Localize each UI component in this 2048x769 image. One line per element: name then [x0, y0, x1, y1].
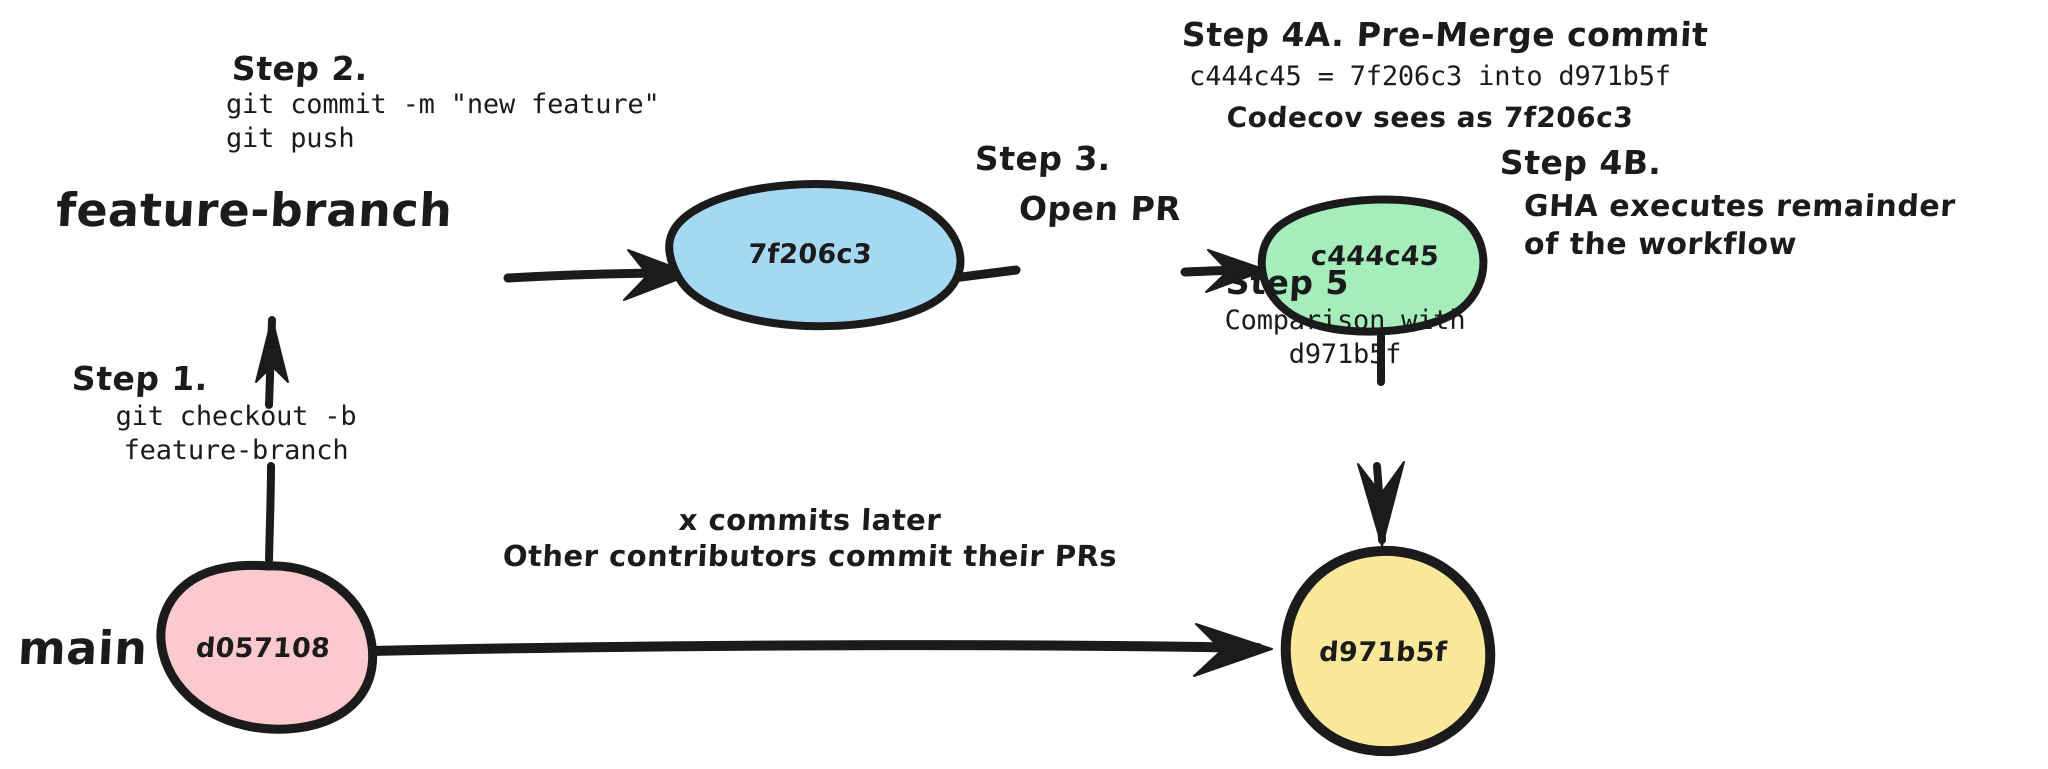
step1-line-1: git checkout -b — [115, 401, 357, 432]
step1-line-2: feature-branch — [123, 435, 349, 466]
step5-line-2: d971b5f — [1288, 339, 1402, 370]
main-timeline-line-2: Other contributors commit their PRs — [501, 539, 1119, 573]
branch-label-feature: feature-branch — [54, 183, 454, 237]
node-label-7f206c3: 7f206c3 — [747, 239, 874, 270]
edge-commit-to-premerge — [925, 249, 1267, 293]
edge-premerge-to-main-head — [1357, 332, 1405, 547]
step2-line-2: git push — [226, 123, 355, 154]
step4b-line-2: of the workflow — [1523, 227, 1798, 262]
node-premerge-commit[interactable] — [1257, 195, 1488, 336]
node-label-d971b5f: d971b5f — [1318, 637, 1448, 668]
node-label-d057108: d057108 — [194, 633, 332, 664]
step4b-line-1: GHA executes remainder — [1523, 189, 1957, 224]
node-main-base[interactable] — [156, 560, 378, 734]
node-main-head[interactable] — [1280, 545, 1496, 757]
step4a-line-1: c444c45 = 7f206c3 into d971b5f — [1189, 61, 1671, 92]
edge-main-timeline — [367, 623, 1273, 677]
step4a-heading: Step 4A. Pre-Merge commit — [1180, 15, 1710, 54]
step3-heading: Step 3. — [973, 139, 1113, 178]
step5-line-1: Comparison with — [1224, 305, 1466, 336]
step5-heading: Step 5 — [1224, 263, 1351, 302]
step1-heading: Step 1. — [70, 359, 210, 398]
step2-line-1: git commit -m "new feature" — [226, 89, 660, 120]
step3-line-1: Open PR — [1017, 189, 1183, 228]
step2-heading: Step 2. — [230, 49, 370, 88]
main-timeline-line-1: x commits later — [677, 503, 943, 537]
step4a-line-2: Codecov sees as 7f206c3 — [1225, 101, 1635, 134]
edge-feature-to-commit — [503, 249, 693, 301]
edge-main-to-feature — [255, 316, 289, 564]
branch-label-main: main — [16, 621, 149, 675]
node-feature-commit[interactable] — [665, 180, 965, 331]
step4b-heading: Step 4B. — [1498, 143, 1663, 182]
